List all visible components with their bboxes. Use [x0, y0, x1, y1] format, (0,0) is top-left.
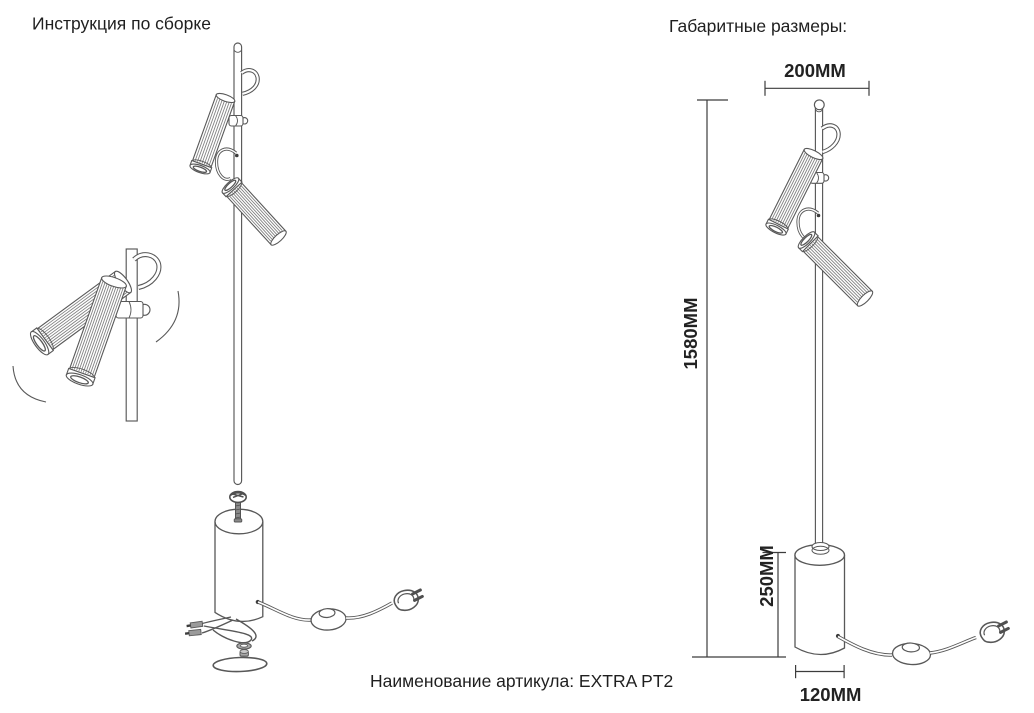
svg-text:Габаритные размеры:: Габаритные размеры: — [669, 16, 847, 36]
svg-text:250MM: 250MM — [756, 545, 777, 607]
svg-text:Наименование артикула: EXTRA P: Наименование артикула: EXTRA PT2 — [370, 671, 673, 691]
svg-text:120MM: 120MM — [800, 684, 862, 705]
svg-text:1580MM: 1580MM — [680, 298, 701, 370]
svg-text:200MM: 200MM — [784, 60, 846, 81]
svg-text:Инструкция по сборке: Инструкция по сборке — [32, 14, 211, 34]
